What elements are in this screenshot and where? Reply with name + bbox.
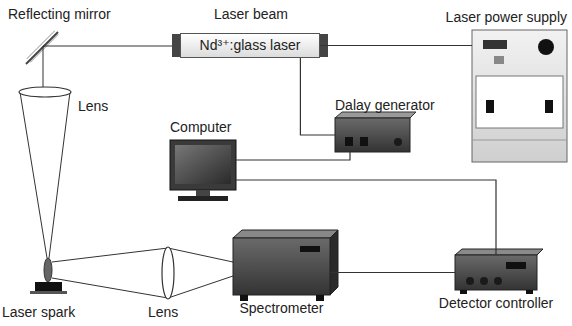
detector-controller-body [455,249,543,294]
node-heading: Nd³⁺:glass laser [200,37,301,54]
node-heading: Detector controller [439,295,553,312]
part-label: Laser spark [2,304,75,321]
cable [300,58,335,135]
delay-generator: Dalay generator [335,118,410,152]
sample-target [35,282,62,291]
collecting-lens [162,247,174,299]
cable [320,45,472,46]
cable [330,272,455,273]
laser-spark [44,258,52,282]
detector-controller: Detector controller [455,255,537,290]
node-heading: Spectrometer [239,300,323,317]
focusing-lens [19,87,71,97]
part-label: Lens [148,304,178,321]
laser-beam-path [20,46,233,298]
part-label: Laser beam [214,6,288,23]
laser-end-cap [172,34,180,57]
cable [236,180,496,255]
spectrometer: Spectrometer [233,238,330,295]
node-heading: Laser power supply [446,9,567,26]
node-heading: Computer [170,119,231,136]
laser-tube: Nd³⁺:glass laser [180,33,320,58]
part-label: Reflecting mirror [8,6,111,23]
node-heading: Dalay generator [335,97,435,114]
computer: Computer [170,140,236,190]
power-supply: Laser power supply [472,30,567,162]
spectrometer-body [233,230,338,301]
computer-monitor [170,140,236,201]
power-supply-body [472,30,567,162]
delay-generator-body [335,112,416,152]
cable [236,152,350,160]
part-label: Lens [78,98,108,115]
sample-stage [30,291,67,294]
